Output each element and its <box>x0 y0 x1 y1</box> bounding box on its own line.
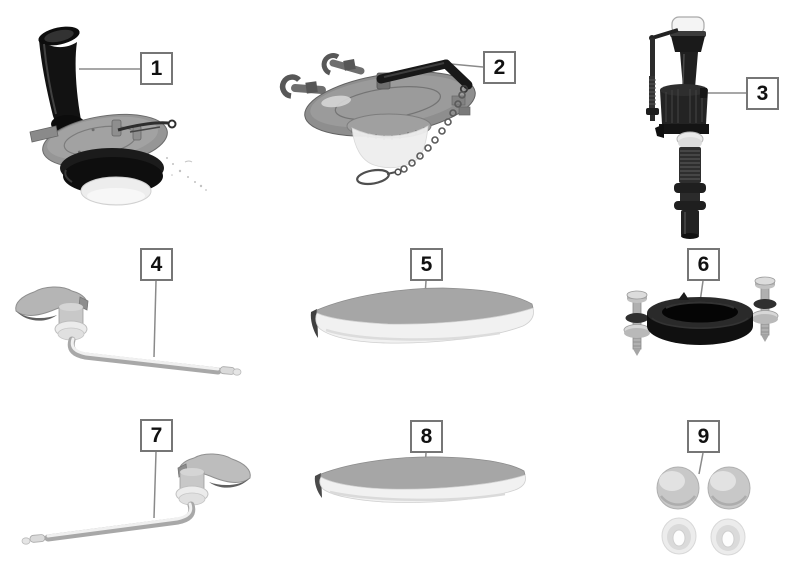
speck-marks <box>166 157 207 191</box>
washer-right <box>710 518 746 556</box>
shank-ribs <box>680 150 700 180</box>
part-8-tank-lid-low-illustration <box>314 456 526 503</box>
callout-box-8[interactable]: 8 <box>410 420 443 453</box>
callout-box-9[interactable]: 9 <box>687 420 720 453</box>
part-4-trip-lever-illustration <box>15 286 242 376</box>
callout-box-7[interactable]: 7 <box>140 419 173 452</box>
tank-bolt-left <box>623 290 651 356</box>
callout-label-4: 4 <box>150 253 163 276</box>
callout-box-5[interactable]: 5 <box>410 248 443 281</box>
bolt-cap-left <box>656 466 700 510</box>
callout-label-3: 3 <box>756 82 769 105</box>
callout-label-2: 2 <box>493 56 506 79</box>
part-1-flush-valve-illustration <box>29 26 207 206</box>
callout-7-leader-line <box>153 451 157 519</box>
callout-9-leader-line <box>698 452 704 475</box>
callout-label-9: 9 <box>697 425 710 448</box>
callout-4-leader-line <box>153 280 157 358</box>
bolt-cap-right <box>707 466 751 510</box>
part-6-gasket-bolts-illustration <box>623 276 779 356</box>
callout-box-4[interactable]: 4 <box>140 248 173 281</box>
callout-box-1[interactable]: 1 <box>140 52 173 85</box>
tank-bolt-right <box>751 276 779 342</box>
callout-box-6[interactable]: 6 <box>687 248 720 281</box>
rod-threads <box>649 79 656 105</box>
part-9-caps-washers-illustration <box>656 466 751 556</box>
callout-box-2[interactable]: 2 <box>483 51 516 84</box>
callout-2-leader-line <box>450 63 484 68</box>
callout-label-1: 1 <box>150 57 163 80</box>
callout-label-7: 7 <box>150 424 163 447</box>
callout-label-5: 5 <box>420 253 433 276</box>
washer-left <box>661 517 697 555</box>
part-5-tank-lid-illustration <box>310 287 534 344</box>
chain <box>400 91 466 173</box>
part-3-fill-valve-illustration <box>646 16 709 239</box>
callout-label-8: 8 <box>420 425 433 448</box>
part-2-flapper-illustration <box>279 53 476 186</box>
callout-box-3[interactable]: 3 <box>746 77 779 110</box>
callout-label-6: 6 <box>697 253 710 276</box>
part-7-trip-lever-reversed-illustration <box>21 453 251 545</box>
